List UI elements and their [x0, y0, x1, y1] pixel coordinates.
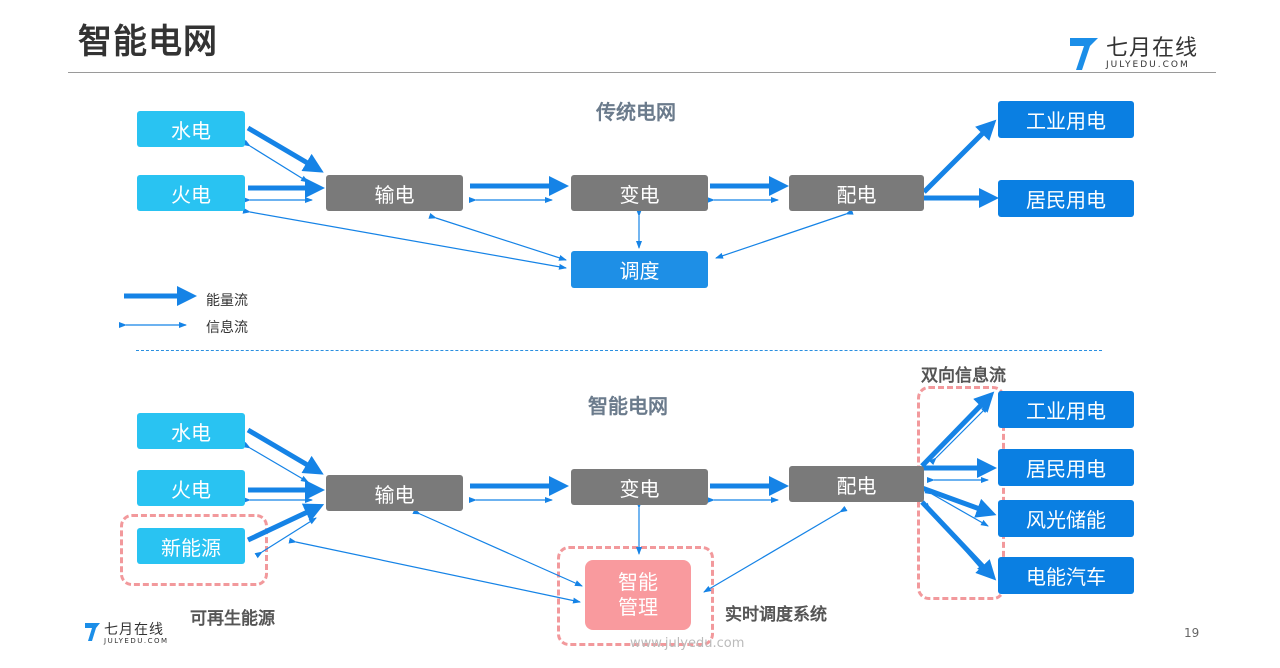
smart-transmission-node: 输电 [326, 475, 463, 511]
trad-thermal-node: 火电 [137, 175, 245, 211]
smart-new-energy-node: 新能源 [137, 528, 245, 564]
logo-name: 七月在线 [1106, 36, 1199, 61]
trad-dispatch-node: 调度 [571, 251, 708, 288]
smart-residential-node: 居民用电 [998, 449, 1134, 486]
trad-hydro-node: 水电 [137, 111, 245, 147]
page-title: 智能电网 [78, 22, 218, 62]
title-divider [68, 72, 1216, 73]
footer-logo-name: 七月在线 [104, 622, 164, 638]
renewable-note: 可再生能源 [190, 609, 275, 629]
trad-residential-node: 居民用电 [998, 180, 1134, 217]
footer-logo-icon [85, 623, 100, 641]
footer-logo-subtitle: JULYEDU.COM [104, 637, 169, 645]
realtime-dispatch-note: 实时调度系统 [725, 605, 827, 625]
smart-management-node: 智能管理 [585, 560, 691, 630]
trad-industrial-node: 工业用电 [998, 101, 1134, 138]
logo-subtitle: JULYEDU.COM [1106, 60, 1190, 70]
smart-grid-title: 智能电网 [588, 394, 668, 418]
trad-transmission-node: 输电 [326, 175, 463, 211]
section-divider [136, 350, 1102, 351]
trad-distribution-node: 配电 [789, 175, 924, 211]
logo-icon [1070, 38, 1098, 70]
smart-wind-solar-node: 风光储能 [998, 500, 1134, 537]
smart-distribution-node: 配电 [789, 466, 924, 502]
bidirectional-info-note: 双向信息流 [921, 366, 1006, 386]
trad-transform-node: 变电 [571, 175, 708, 211]
smart-ev-node: 电能汽车 [998, 557, 1134, 594]
legend-info-flow: 信息流 [206, 320, 248, 336]
smart-industrial-node: 工业用电 [998, 391, 1134, 428]
smart-management-label: 智能管理 [618, 570, 658, 619]
watermark: www.julyedu.com [630, 636, 745, 651]
smart-transform-node: 变电 [571, 469, 708, 505]
traditional-grid-title: 传统电网 [596, 100, 676, 124]
legend-energy-flow: 能量流 [206, 293, 248, 309]
page-number: 19 [1184, 626, 1200, 640]
smart-thermal-node: 火电 [137, 470, 245, 506]
smart-hydro-node: 水电 [137, 413, 245, 449]
